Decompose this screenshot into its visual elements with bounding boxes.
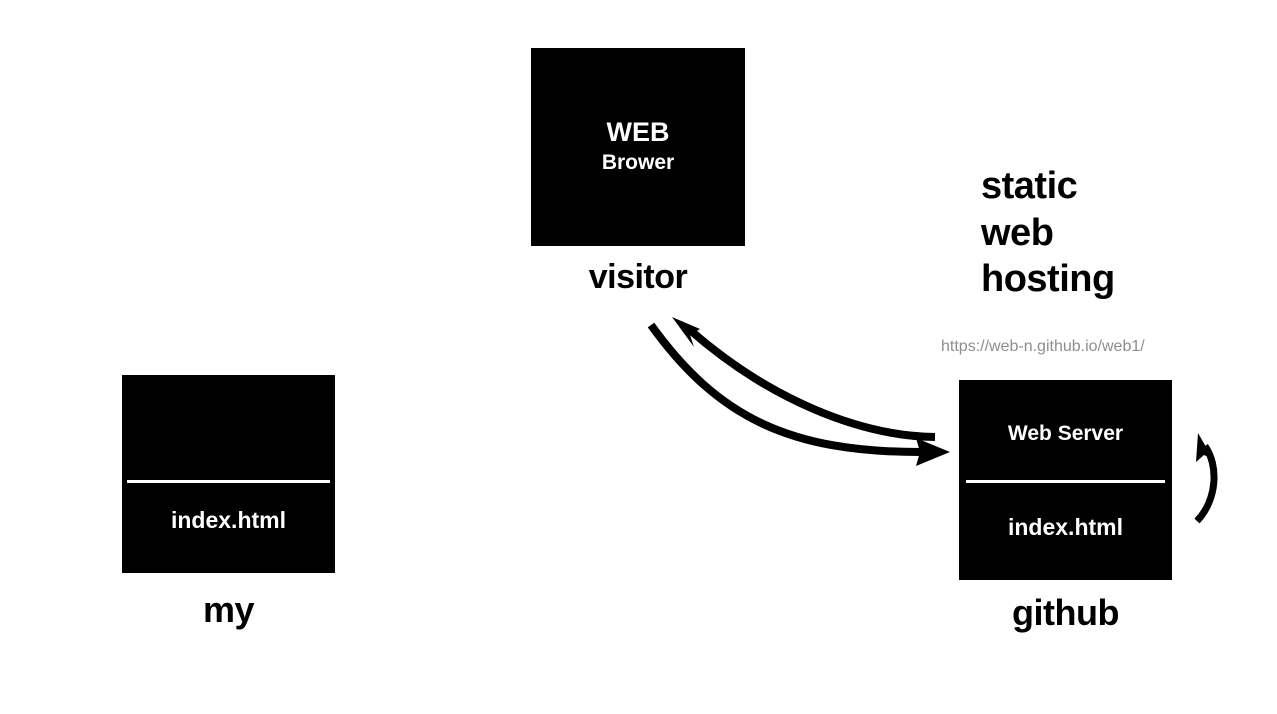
hosting-heading-line-2: web: [981, 211, 1054, 254]
hosting-heading-line-1: static: [981, 165, 1078, 207]
response-arrow: [672, 317, 936, 441]
browser-subtitle: Brower: [601, 151, 675, 175]
server-node-file: index.html: [1007, 514, 1123, 540]
serve-arrow: [1194, 433, 1218, 524]
hosting-heading-line-3: hosting: [981, 258, 1115, 301]
server-node-title: Web Server: [1007, 422, 1124, 445]
serve-arrowhead: [1196, 433, 1213, 462]
server-node[interactable]: Web Server index.html: [959, 380, 1172, 580]
local-node-top-section: [122, 375, 335, 481]
response-arrowhead: [672, 317, 700, 347]
request-arrowhead: [916, 438, 950, 466]
hosting-url-text[interactable]: https://web-n.github.io/web1/: [941, 338, 1145, 355]
hosting-heading: static web hosting: [981, 163, 1115, 303]
browser-title: WEB: [606, 116, 670, 147]
server-node-caption: github: [1012, 592, 1119, 633]
request-arrow: [647, 322, 950, 466]
local-node-caption: my: [202, 589, 255, 630]
local-node[interactable]: index.html: [122, 375, 335, 573]
browser-node[interactable]: WEB Brower: [531, 48, 745, 246]
local-node-divider: [127, 480, 330, 483]
visitor-caption: visitor: [588, 258, 688, 296]
local-node-file: index.html: [170, 507, 286, 533]
server-node-divider: [966, 480, 1165, 483]
